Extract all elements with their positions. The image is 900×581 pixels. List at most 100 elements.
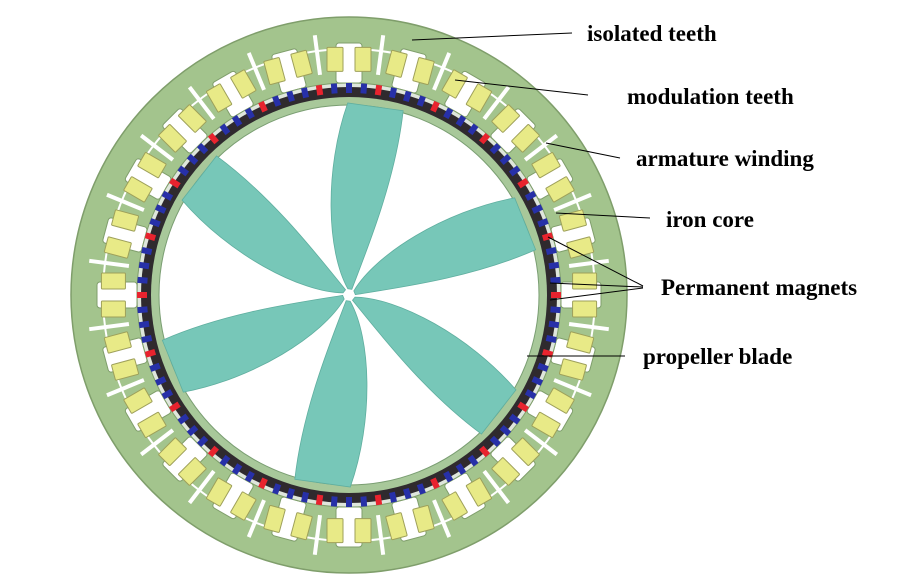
- label-armature-winding: armature winding: [636, 146, 814, 171]
- permanent-magnet: [389, 87, 397, 99]
- permanent-magnet: [346, 497, 352, 507]
- armature-winding-coil: [354, 46, 372, 72]
- armature-winding-coil: [158, 437, 187, 466]
- permanent-magnet: [141, 335, 153, 343]
- armature-winding-coil: [137, 152, 167, 179]
- permanent-magnet: [541, 232, 554, 241]
- propeller-blade: [181, 155, 347, 294]
- armature-winding-coil: [441, 69, 468, 99]
- isolated-teeth-gap: [568, 258, 610, 269]
- permanent-magnet: [315, 84, 324, 96]
- leader-line: [549, 287, 644, 301]
- isolated-teeth-gap: [106, 378, 145, 398]
- permanent-magnet: [141, 247, 153, 255]
- label-propeller-blade: propeller blade: [643, 344, 792, 369]
- permanent-magnet: [455, 115, 467, 127]
- armature-winding-coil: [545, 176, 575, 203]
- permanent-magnet: [231, 463, 243, 475]
- isolated-teeth-gap: [106, 192, 145, 212]
- isolated-teeth-gap: [312, 514, 323, 556]
- permanent-magnet: [467, 123, 479, 136]
- armature-winding-coil: [412, 57, 435, 86]
- armature-winding-coil: [206, 83, 233, 113]
- armature-winding-coil: [545, 387, 575, 414]
- permanent-magnet: [443, 470, 454, 483]
- leader-line: [549, 282, 644, 288]
- armature-winding-coil: [354, 518, 372, 544]
- permanent-magnet: [144, 349, 157, 358]
- permanent-magnet: [517, 401, 529, 413]
- propeller-blade-shape: [330, 102, 404, 290]
- permanent-magnet: [545, 247, 557, 255]
- propeller-blade-shape: [294, 300, 368, 488]
- permanent-magnet: [286, 487, 295, 500]
- armature-winding-coil: [531, 411, 561, 438]
- permanent-magnet: [137, 292, 147, 298]
- armature-winding-coil: [178, 457, 207, 486]
- permanent-magnet: [154, 376, 167, 386]
- propeller-blade: [353, 197, 537, 296]
- armature-winding-coil: [558, 209, 587, 232]
- leader-line: [547, 236, 644, 287]
- permanent-magnet: [489, 435, 502, 448]
- permanent-magnet: [374, 494, 383, 506]
- leader-line: [545, 142, 621, 159]
- isolated-teeth-gap: [523, 428, 559, 457]
- permanent-magnet: [403, 487, 412, 500]
- armature-winding-coil: [465, 83, 492, 113]
- armature-winding-coil: [263, 57, 286, 86]
- permanent-magnet: [455, 463, 467, 475]
- permanent-magnet: [169, 177, 181, 189]
- permanent-magnet: [374, 84, 383, 96]
- armature-winding-coil: [491, 457, 520, 486]
- armature-windings: [100, 46, 598, 544]
- armature-winding-coil: [100, 300, 126, 318]
- armature-winding-coil: [326, 46, 344, 72]
- permanent-magnet: [207, 445, 219, 458]
- permanent-magnet: [272, 95, 282, 107]
- permanent-magnet: [219, 123, 231, 136]
- armature-winding-coil: [206, 477, 233, 507]
- permanent-magnet: [517, 177, 529, 189]
- permanent-magnet: [231, 115, 243, 127]
- permanent-magnet: [524, 190, 537, 201]
- isolated-teeth-gap: [88, 321, 130, 332]
- permanent-magnet: [430, 100, 440, 113]
- armature-winding-coil: [441, 491, 468, 521]
- isolated-teeth-gap: [246, 499, 266, 538]
- armature-winding-coil: [566, 236, 595, 259]
- permanent-magnet: [258, 100, 268, 113]
- isolated-teeth-gap: [312, 34, 323, 76]
- armature-winding-coil: [491, 104, 520, 133]
- isolated-teeth-gap: [139, 133, 175, 162]
- armature-winding-coil: [230, 69, 257, 99]
- label-isolated-teeth: isolated teeth: [587, 21, 717, 46]
- armature-winding-coil: [100, 272, 126, 290]
- armature-winding-coil: [385, 49, 408, 78]
- permanent-magnet: [479, 445, 491, 458]
- permanent-magnet: [301, 87, 309, 99]
- permanent-magnet: [258, 477, 268, 490]
- armature-winding-coil: [572, 272, 598, 290]
- propeller-blade-shape: [161, 294, 345, 393]
- permanent-magnet: [138, 261, 150, 270]
- armature-winding-coil: [290, 49, 313, 78]
- isolated-teeth-gap: [482, 85, 511, 121]
- armature-winding-coil: [263, 504, 286, 533]
- armature-winding-coil: [572, 300, 598, 318]
- permanent-magnet: [550, 276, 561, 284]
- permanent-magnet: [479, 132, 491, 145]
- label-modulation-teeth: modulation teeth: [627, 84, 794, 109]
- permanent-magnet: [548, 261, 560, 270]
- propeller-blade: [330, 102, 404, 290]
- propeller-blade: [294, 300, 368, 488]
- isolated-teeth-gap: [246, 52, 266, 91]
- armature-winding-coil: [158, 124, 187, 153]
- permanent-magnet: [389, 491, 397, 503]
- permanent-magnet: [537, 218, 549, 228]
- propeller-blade-shape: [353, 197, 537, 296]
- permanent-magnet: [149, 362, 161, 372]
- armature-winding-coil: [178, 104, 207, 133]
- permanent-magnet: [169, 401, 181, 413]
- permanent-magnet: [301, 491, 309, 503]
